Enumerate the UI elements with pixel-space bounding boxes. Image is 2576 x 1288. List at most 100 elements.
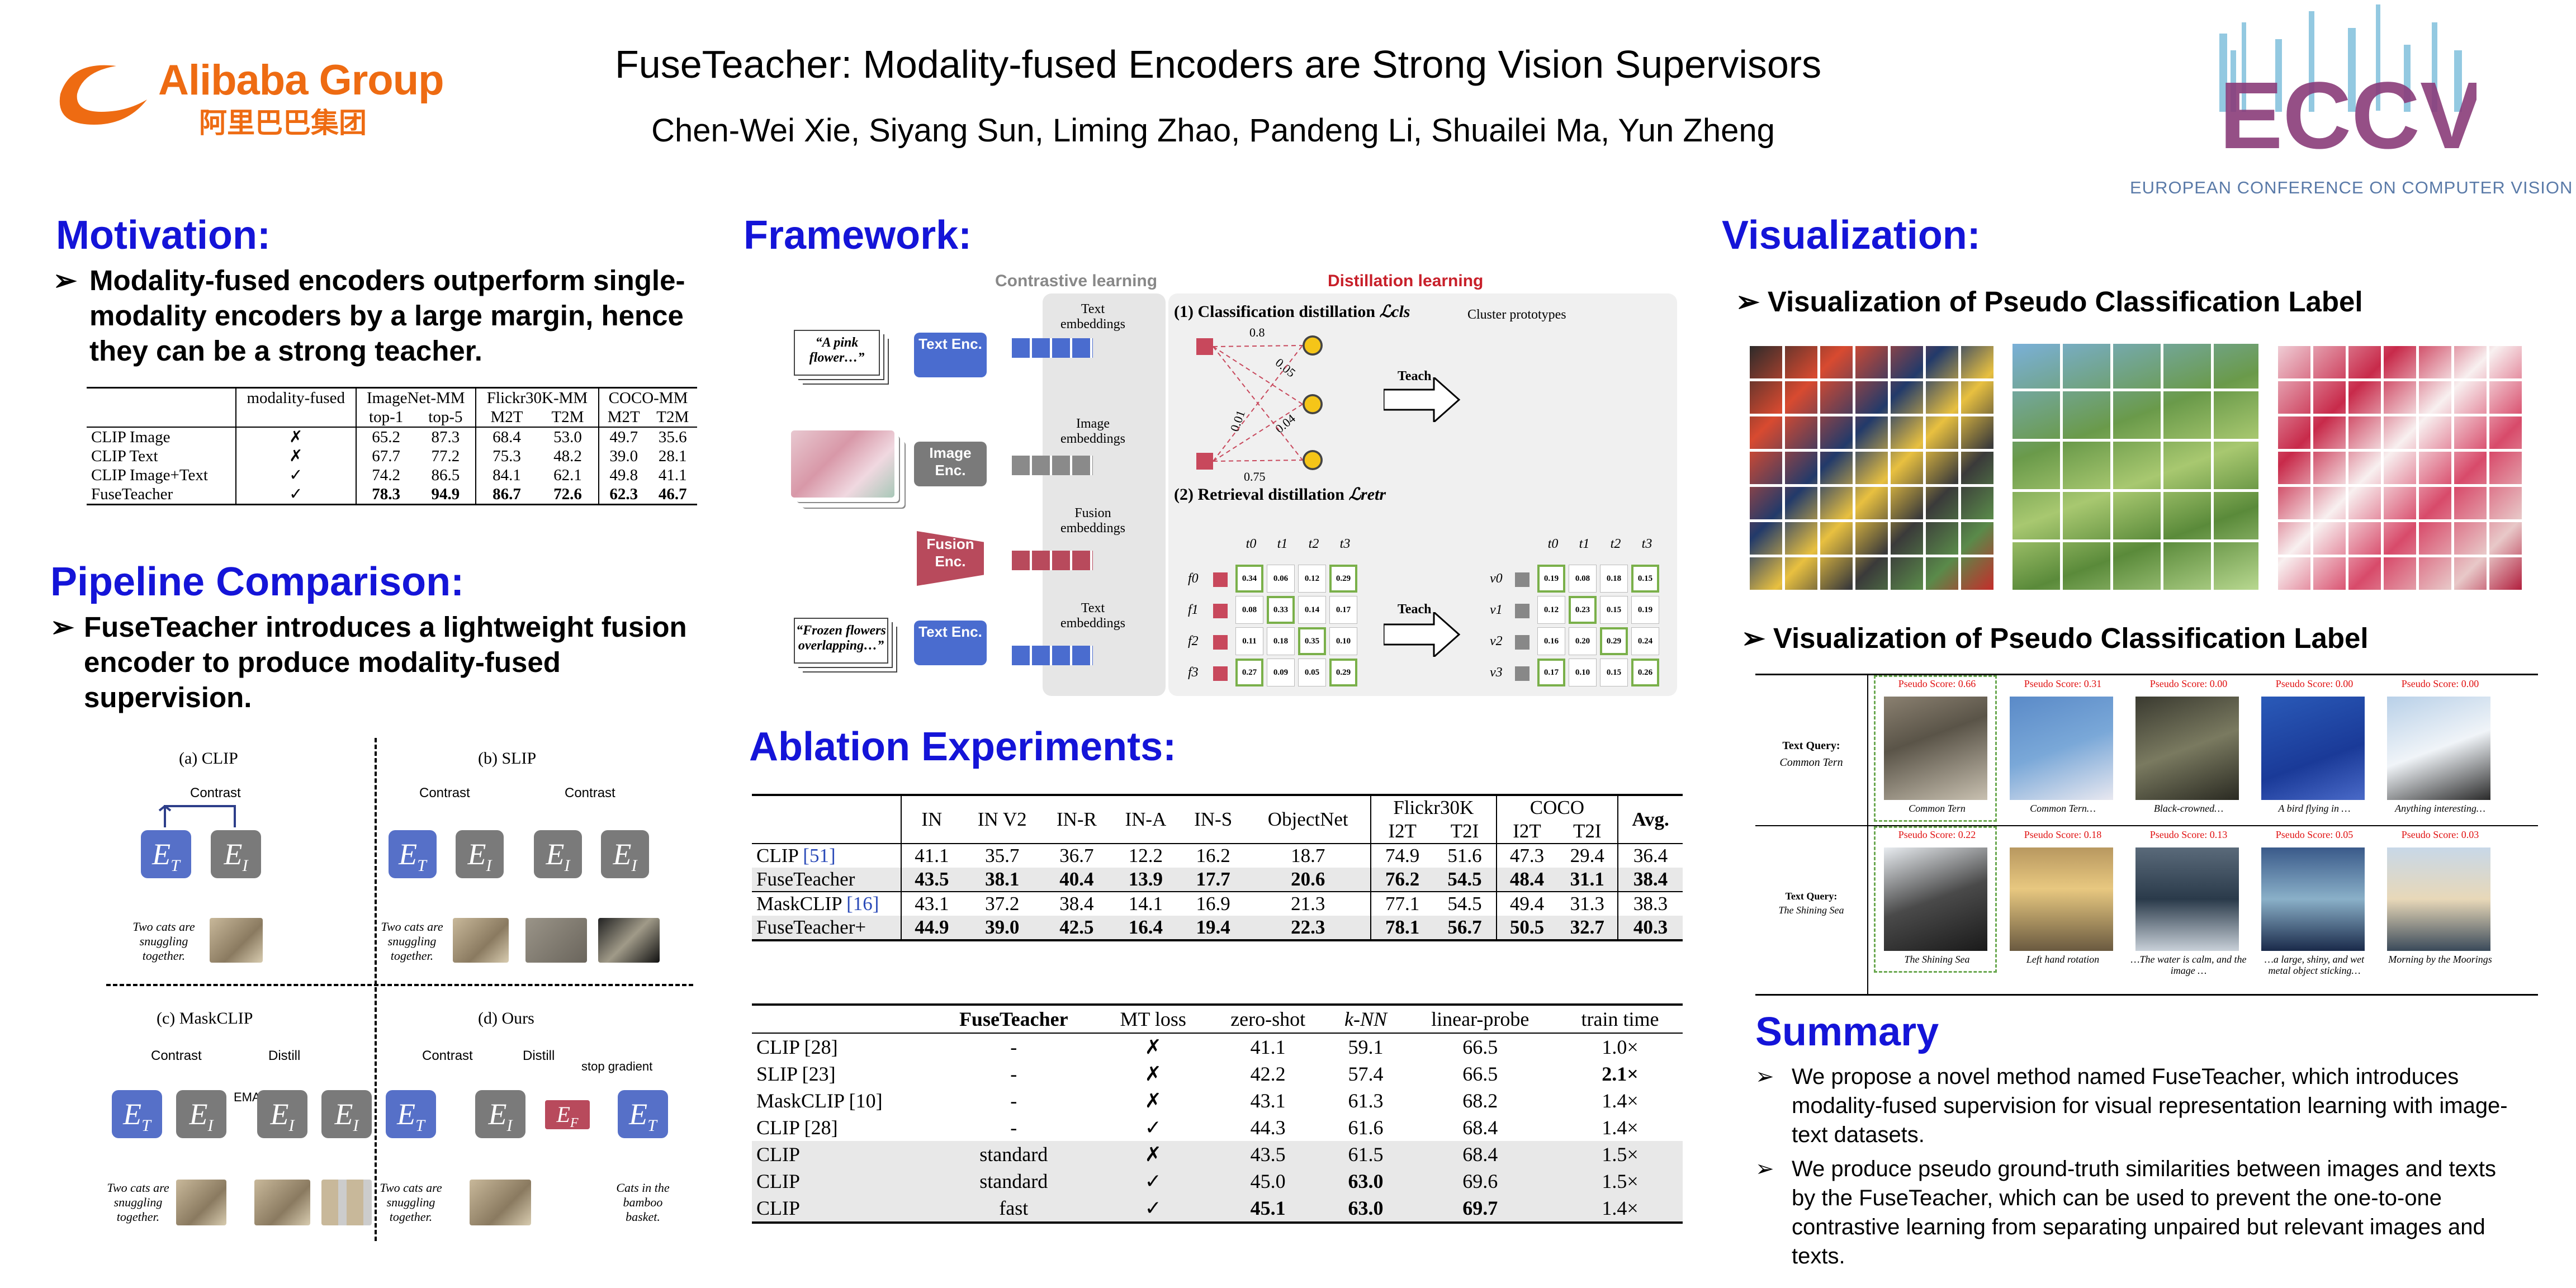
matrix-cell: 0.06 bbox=[1267, 565, 1295, 593]
row-label: CLIP bbox=[756, 1197, 801, 1219]
table-cell: 76.2 bbox=[1370, 868, 1434, 892]
table-cell: 13.9 bbox=[1128, 868, 1163, 890]
table-header: IN-A bbox=[1125, 808, 1167, 830]
text-encoder-block: ET bbox=[112, 1090, 162, 1138]
matrix-cell: 0.17 bbox=[1329, 596, 1357, 624]
pseudo-score-label: Pseudo Score: 0.18 bbox=[2024, 829, 2102, 840]
fused-mark: ✗ bbox=[235, 447, 356, 466]
table-header: ObjectNet bbox=[1267, 808, 1348, 830]
matrix-cell: 0.26 bbox=[1631, 659, 1659, 686]
cat-image-thumbnail bbox=[176, 1180, 226, 1225]
table-header: train time bbox=[1581, 1008, 1659, 1030]
matrix-cell: 0.05 bbox=[1298, 659, 1326, 686]
table-cell: 61.6 bbox=[1348, 1116, 1384, 1139]
retrieved-image bbox=[2010, 847, 2113, 951]
table-header: COCO bbox=[1495, 796, 1618, 820]
matrix-cell: 0.18 bbox=[1267, 627, 1295, 655]
table-cell: 35.6 bbox=[658, 428, 687, 446]
table-cell: 1.4× bbox=[1602, 1197, 1639, 1219]
alibaba-name: Alibaba Group bbox=[158, 56, 444, 104]
table-cell: - bbox=[1010, 1036, 1017, 1058]
pipeline-bullet-text: FuseTeacher introduces a lightweight fus… bbox=[84, 611, 687, 713]
matrix-cell: 0.15 bbox=[1600, 659, 1628, 686]
panel-label-clip: (a) CLIP bbox=[179, 749, 238, 768]
citation-link[interactable]: [16] bbox=[846, 893, 879, 915]
cluster-prototypes-label: Cluster prototypes bbox=[1467, 307, 1566, 322]
edge-weight: 0.75 bbox=[1244, 470, 1266, 484]
matrix-row-label: f1 bbox=[1188, 603, 1199, 617]
caption-bamboo: Cats in the bamboo basket. bbox=[616, 1181, 670, 1224]
matrix-node bbox=[1213, 666, 1228, 681]
table-subheader: M2T bbox=[598, 408, 648, 427]
landscape-image-grid bbox=[2012, 344, 2258, 590]
matrix-cell: 0.24 bbox=[1631, 627, 1659, 655]
panel-label-slip: (b) SLIP bbox=[478, 749, 537, 768]
retrieved-caption: The Shining Sea bbox=[1904, 954, 1970, 965]
table-cell: 36.7 bbox=[1059, 845, 1094, 866]
cls-diagram: 0.8 0.05 0.04 0.01 0.75 bbox=[1196, 325, 1342, 484]
table-subheader: top-1 bbox=[355, 408, 416, 427]
matrix-row-label: v2 bbox=[1490, 634, 1503, 648]
text-query-label: Text Query: bbox=[1785, 891, 1838, 902]
retrieved-caption: Morning by the Moorings bbox=[2388, 954, 2492, 965]
text-embedding-cubes bbox=[1012, 646, 1093, 665]
table-cell: 51.6 bbox=[1447, 845, 1482, 866]
row-label: MaskCLIP [16] bbox=[752, 892, 901, 916]
table-cell: 75.3 bbox=[475, 447, 537, 466]
table-cell: 63.0 bbox=[1348, 1170, 1384, 1192]
table-cell: 50.5 bbox=[1495, 916, 1557, 939]
table-cell: ✗ bbox=[1144, 1090, 1162, 1112]
table-cell: 22.3 bbox=[1291, 916, 1325, 938]
table-cell: - bbox=[1010, 1116, 1017, 1139]
fusion-encoder-block: EF bbox=[545, 1100, 590, 1130]
matrix-cell: 0.08 bbox=[1569, 565, 1597, 593]
matrix-col-label: t2 bbox=[1610, 537, 1621, 551]
table-header: k-NN bbox=[1344, 1008, 1388, 1030]
image-encoder-block: EI bbox=[475, 1090, 525, 1138]
table-cell: 21.3 bbox=[1291, 893, 1325, 915]
contrast-label: Contrast bbox=[151, 1048, 202, 1063]
table-header: ImageNet-MM bbox=[355, 389, 476, 408]
matrix-cell: 0.15 bbox=[1631, 565, 1659, 593]
retrieved-image bbox=[2387, 697, 2490, 800]
matrix-cell: 0.15 bbox=[1600, 596, 1628, 624]
row-label: CLIP Image+Text bbox=[91, 466, 208, 484]
teach-arrow-icon bbox=[1384, 377, 1461, 422]
table-header: IN V2 bbox=[977, 808, 1027, 830]
retrieved-caption: Black-crowned… bbox=[2153, 803, 2224, 814]
distill-label: Distill bbox=[523, 1048, 555, 1063]
prototype-node-icon bbox=[1303, 335, 1323, 356]
ablation-table-1: IN IN V2 IN-R IN-A IN-S ObjectNet Flickr… bbox=[752, 794, 1683, 941]
pseudo-score-label: Pseudo Score: 0.22 bbox=[1898, 829, 1976, 840]
table-cell: 36.4 bbox=[1617, 844, 1683, 868]
matrix-cell: 0.12 bbox=[1537, 596, 1565, 624]
augmented-image-thumbnail bbox=[525, 918, 587, 963]
table-cell: 86.5 bbox=[431, 466, 460, 484]
table-cell: 39.0 bbox=[985, 916, 1020, 938]
method-name: FuseTeacher bbox=[756, 868, 855, 890]
matrix-cell: 0.23 bbox=[1569, 596, 1597, 624]
contrast-label: Contrast bbox=[565, 785, 615, 801]
text-embeddings-label: Text embeddings bbox=[1060, 302, 1125, 332]
method-name: MaskCLIP bbox=[756, 893, 842, 915]
positive-match-box bbox=[1874, 675, 1997, 822]
alibaba-smile-icon bbox=[59, 65, 147, 125]
image-encoder-block: EI bbox=[211, 830, 261, 878]
table-cell: 39.0 bbox=[598, 447, 648, 466]
fusion-embeddings-label: Fusion embeddings bbox=[1060, 506, 1125, 536]
text-query-1: “A pink flower…” bbox=[794, 330, 880, 376]
table-header: COCO-MM bbox=[598, 389, 697, 408]
table-cell: 61.3 bbox=[1348, 1090, 1384, 1112]
bullet-arrow-icon: ➢ bbox=[1755, 1157, 1774, 1181]
table-cell: 1.0× bbox=[1602, 1036, 1639, 1058]
row-label: FuseTeacher+ bbox=[752, 916, 901, 939]
citation-link[interactable]: [51] bbox=[803, 845, 836, 866]
cat-image-thumbnail bbox=[254, 1180, 310, 1225]
matrix-cell: 0.20 bbox=[1569, 627, 1597, 655]
table-cell: 68.4 bbox=[475, 427, 537, 447]
matrix-cell: 0.09 bbox=[1267, 659, 1295, 686]
